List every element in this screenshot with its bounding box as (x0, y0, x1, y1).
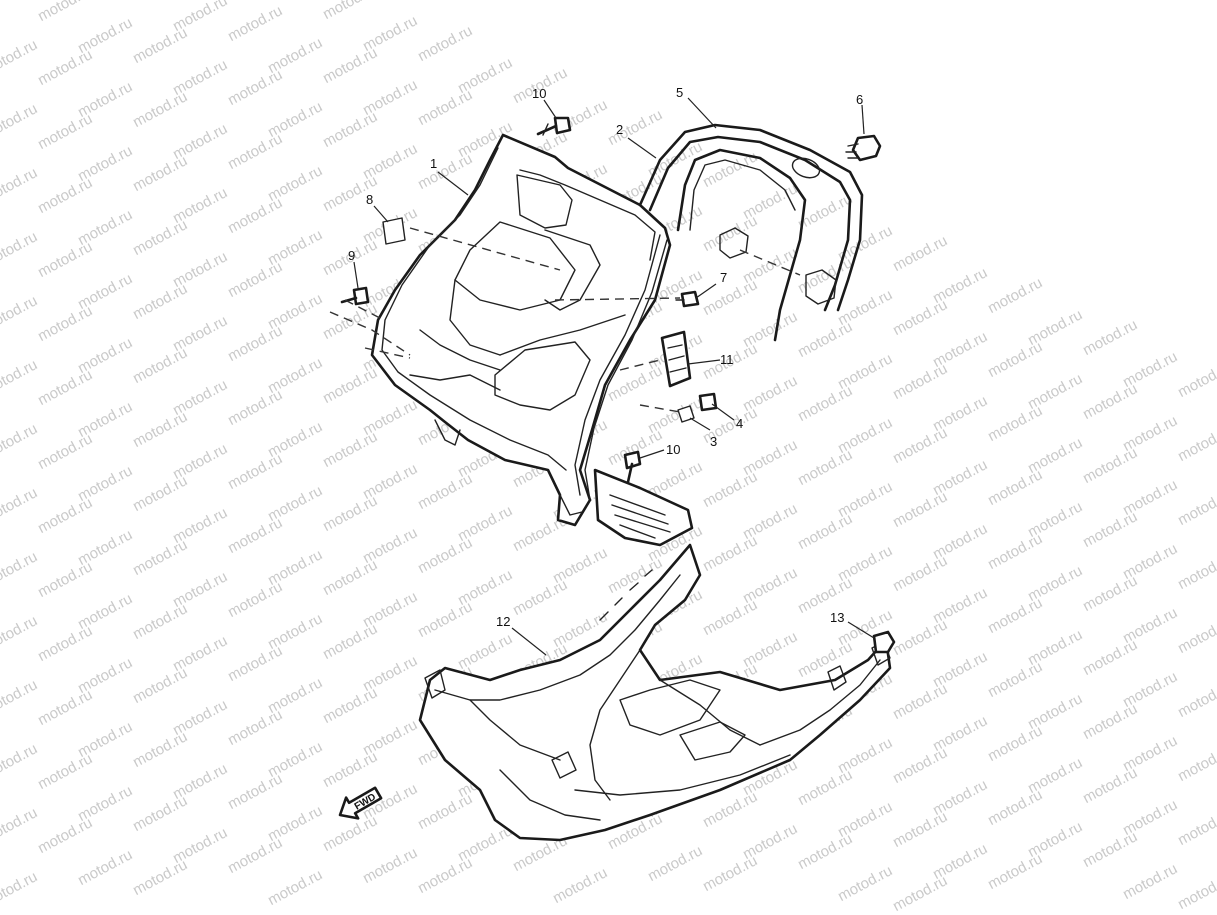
clip-part-13 (872, 630, 896, 654)
callout-4: 4 (736, 416, 743, 431)
bolt-part-9 (340, 286, 370, 306)
screw-part-4 (698, 392, 718, 412)
leader-lines (353, 97, 875, 656)
screw-part-10-top (536, 116, 572, 136)
callout-10-lower: 10 (666, 442, 680, 457)
callout-1: 1 (430, 156, 437, 171)
fwd-label: FWD (353, 792, 378, 813)
floor-panel-part-12 (418, 543, 892, 842)
callout-2: 2 (616, 122, 623, 137)
callout-12: 12 (496, 614, 510, 629)
grommet-part-6 (845, 134, 882, 162)
callout-13: 13 (830, 610, 844, 625)
callout-7: 7 (720, 270, 727, 285)
callout-labels: 1 2 3 4 5 6 7 8 9 10 10 11 12 13 (348, 85, 863, 629)
callout-11: 11 (720, 352, 734, 367)
callout-5: 5 (676, 85, 683, 100)
forward-arrow-icon: FWD (338, 786, 383, 820)
trim-rail-part-5 (676, 148, 837, 342)
callout-10-top: 10 (532, 86, 546, 101)
screw-part-7 (675, 290, 700, 308)
callout-9: 9 (348, 248, 355, 263)
callout-3: 3 (710, 434, 717, 449)
leg-shield-part-1 (370, 133, 672, 527)
bracket-part-11 (660, 330, 692, 388)
label-part-8 (382, 217, 406, 245)
trim-rail-part-2 (638, 123, 864, 312)
callout-8: 8 (366, 192, 373, 207)
assembly-lines (329, 227, 801, 413)
callout-6: 6 (856, 92, 863, 107)
screw-part-10-lower (623, 450, 642, 484)
floor-step-piece (593, 468, 694, 547)
